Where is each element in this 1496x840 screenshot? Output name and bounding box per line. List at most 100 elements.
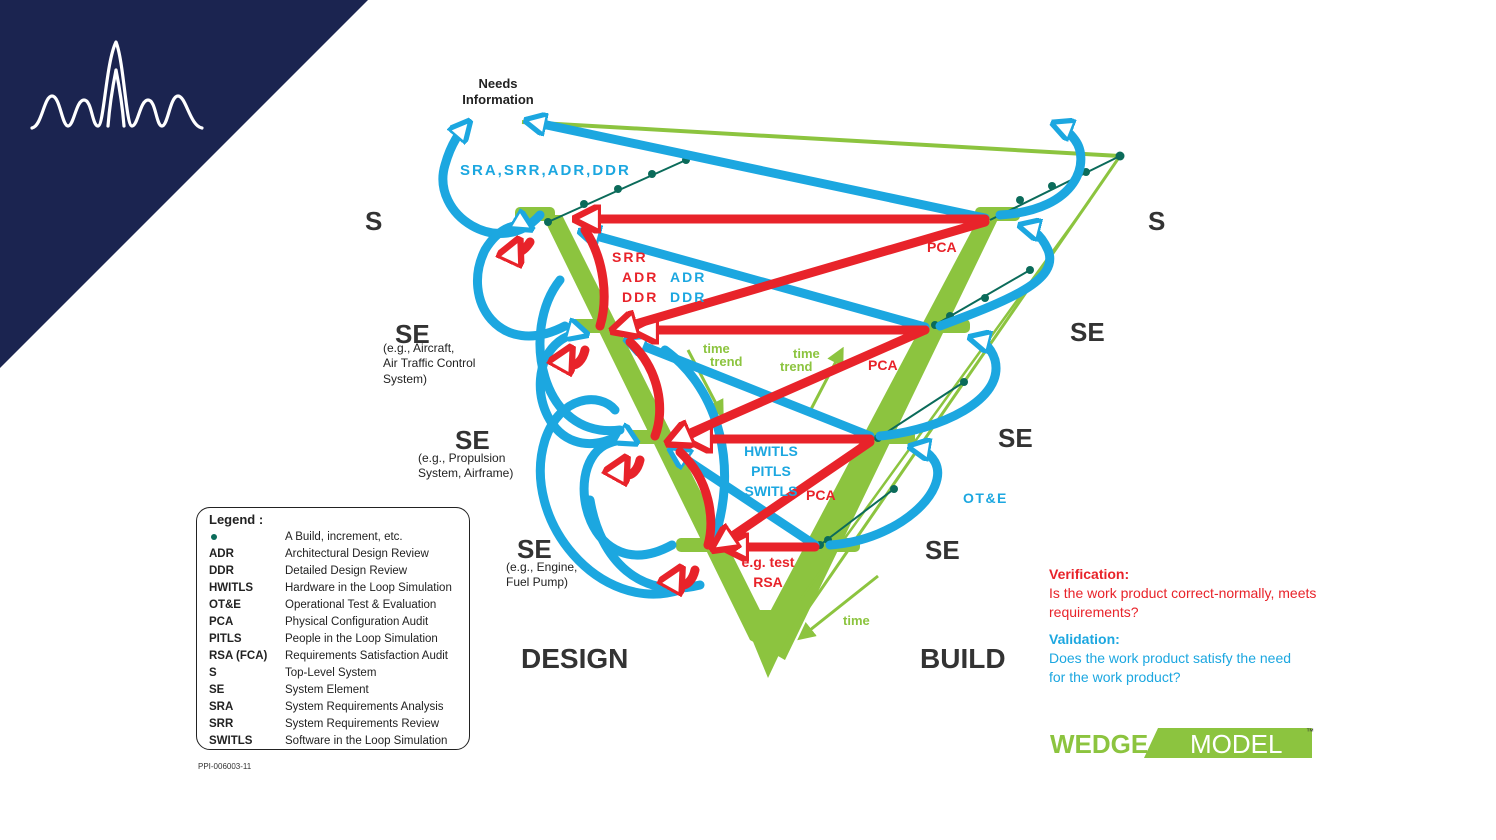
red-curl-se1 (567, 350, 590, 365)
verification-line-1: Is the work product correct-normally, me… (1049, 585, 1317, 601)
validation-title: Validation: (1049, 631, 1120, 647)
pca-label-2: PCA (868, 357, 898, 373)
verification-line-2: requirements? (1049, 604, 1139, 620)
test-label-pitls: PITLS (751, 463, 791, 479)
verification-block: Verification: Is the work product correc… (1049, 565, 1316, 622)
level-right-se1: SE (1070, 317, 1105, 347)
build-label: BUILD (920, 643, 1006, 674)
blue-loop-right-se2 (875, 338, 1001, 441)
red-curve-s-se1 (580, 225, 609, 331)
build-dot-icon (211, 534, 217, 540)
time-trend-right-1: time (793, 346, 820, 361)
rsa-label: RSA (753, 574, 783, 590)
red-curl-s (516, 242, 535, 252)
time-trend-arrow-right (806, 346, 844, 416)
blue-loop-s-se1 (472, 225, 570, 341)
ddr-blue-label: DDR (670, 289, 706, 305)
adr-red-label: ADR (622, 269, 658, 285)
time-trend-left-2: trend (710, 354, 743, 369)
se3-example-2: Fuel Pump) (506, 575, 568, 589)
red-curl-se3 (677, 570, 700, 585)
verification-title: Verification: (1049, 566, 1130, 582)
srr-label: SRR (612, 249, 648, 265)
logo-tm: ™ (1306, 727, 1314, 736)
eg-test-label: e.g. test (742, 554, 795, 570)
red-diag-pca-1 (615, 217, 990, 330)
se3-example-1: (e.g., Engine, (506, 560, 577, 574)
needs-info-line-1: Needs (478, 76, 517, 91)
se2-example-2: System, Airframe) (418, 466, 513, 480)
blue-loop-right-se1 (935, 226, 1055, 331)
blue-loop-design-outer-1 (535, 395, 685, 599)
validation-line-1: Does the work product satisfy the need (1049, 650, 1292, 666)
ddr-red-label: DDR (622, 289, 658, 305)
red-diag-pca-3 (715, 437, 875, 548)
red-curve-se2-se3 (675, 447, 716, 550)
blue-line-se1-s (582, 232, 930, 332)
time-trend-arrow-left (686, 349, 724, 419)
red-diag-pca-2 (670, 325, 930, 442)
wedge-tip (740, 610, 800, 678)
wedge-model-logo: WEDGE MODEL ™ (1050, 727, 1314, 759)
red-curve-se1-se2 (625, 337, 665, 441)
design-label: DESIGN (521, 643, 628, 674)
blue-loop-se2-se3 (579, 440, 677, 560)
pca-label-3: PCA (806, 487, 836, 503)
se1-example-3: System) (383, 372, 427, 386)
test-label-switls: SWITLS (745, 483, 798, 499)
test-label-hwitls: HWITLS (744, 443, 798, 459)
adr-blue-label: ADR (670, 269, 706, 285)
time-trend-left-1: time (703, 341, 730, 356)
level-right-se3: SE (925, 535, 960, 565)
blue-loop-design-outer-2 (535, 275, 625, 436)
blue-arrows (438, 121, 1086, 599)
logo-model-band (1144, 728, 1312, 758)
validation-block: Validation: Does the work product satisf… (1049, 630, 1291, 687)
needs-info-line-2: Information (462, 92, 534, 107)
level-left-se1: SE (395, 319, 430, 349)
time-trend-right-2: trend (780, 359, 813, 374)
pca-label-1: PCA (927, 239, 957, 255)
diagram-labels: Needs Information SRA,SRR,ADR,DDR S SE (… (365, 76, 1165, 674)
se2-example-1: (e.g., Propulsion (418, 451, 505, 465)
red-arrows (516, 217, 990, 585)
green-top-line (521, 120, 1121, 158)
document-code: PPI-006003-11 (198, 762, 252, 771)
legend-item: A Build, increment, etc. (209, 529, 459, 546)
wave-logo-icon (30, 40, 204, 130)
ote-label: OT&E (963, 490, 1008, 506)
validation-line-2: for the work product? (1049, 669, 1181, 685)
logo-model-text: MODEL (1190, 729, 1282, 759)
navy-corner (0, 0, 368, 368)
blue-loop-right-s (995, 124, 1086, 220)
green-diag-line-2 (798, 199, 1092, 601)
se1-example-1: (e.g., Aircraft, (383, 341, 454, 355)
logo-wedge-text: WEDGE (1050, 729, 1148, 759)
reviews-top-label: SRA,SRR,ADR,DDR (460, 162, 631, 179)
blue-line-needs (528, 121, 990, 223)
level-left-se3: SE (517, 534, 552, 564)
red-curl-se2 (622, 460, 645, 475)
time-arrow (797, 574, 879, 641)
legend-item: RSA (FCA)Requirements Satisfaction Audit (209, 650, 449, 662)
level-right-s: S (1148, 206, 1165, 236)
time-label: time (843, 613, 870, 628)
level-right-se2: SE (998, 423, 1033, 453)
se1-example-2: Air Traffic Control (383, 356, 475, 370)
level-left-se2: SE (455, 425, 490, 455)
legend-title: Legend : (209, 512, 264, 527)
blue-curve-mid (660, 345, 730, 550)
